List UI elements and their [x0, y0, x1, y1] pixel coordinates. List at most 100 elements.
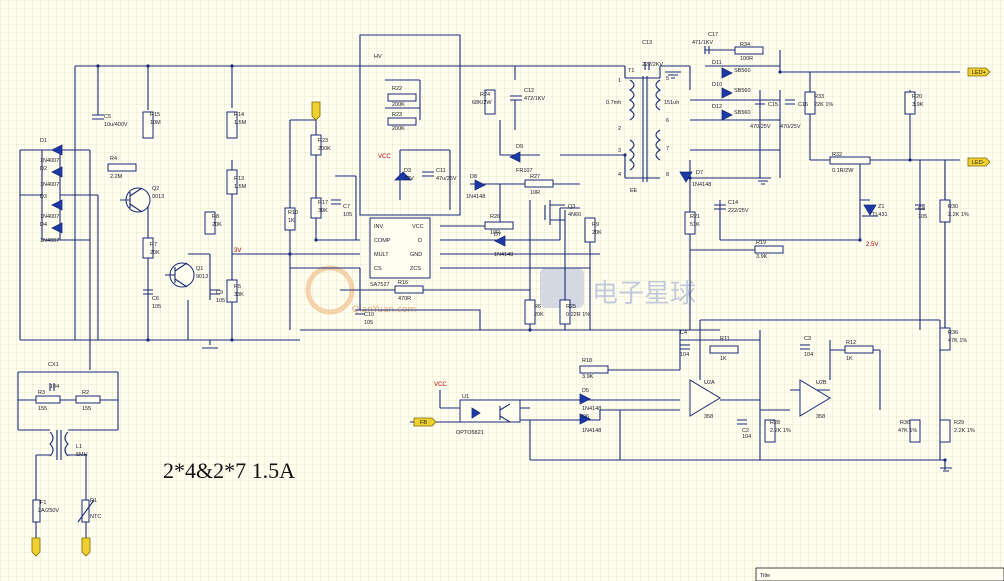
- lbl-Q2: Q2: [152, 186, 159, 192]
- lbl-R18v: 3.9K: [582, 374, 594, 380]
- ic-pin-d: D: [418, 238, 422, 244]
- lbl-U2A: U2A: [704, 380, 715, 386]
- common-mode-choke: [49, 430, 69, 460]
- lbl-R13v: 1.5M: [234, 184, 247, 190]
- pin-3: 3: [618, 148, 621, 154]
- lbl-R5v: 33K: [234, 292, 244, 298]
- bridge-diodes: D1 1N4007 D2 1N4007 D3 1N4007 D4 1N4007: [40, 138, 63, 244]
- lbl-R34v: 100R: [740, 56, 753, 62]
- opamps: [689, 379, 831, 417]
- vcc-label: VCC: [378, 154, 391, 160]
- output-diodes: [394, 67, 733, 425]
- lbl-R31v: 51K: [690, 222, 700, 228]
- lbl-R8: R8: [212, 214, 219, 220]
- lbl-C6: C6: [152, 296, 159, 302]
- lbl-R30v: 2.2K 1%: [948, 212, 969, 218]
- lbl-R36v: 47K 1%: [948, 338, 967, 344]
- lbl-D10v: SB560: [734, 88, 751, 94]
- lbl-R12v: 1K: [846, 356, 853, 362]
- lbl-R23v: 200K: [318, 146, 331, 152]
- lbl-C13: C13: [642, 40, 652, 46]
- lbl-R9: R9: [592, 222, 599, 228]
- lbl-R11v: 1K: [720, 356, 727, 362]
- lbl-R10v: 1K: [288, 218, 295, 224]
- lbl-D9: D9: [516, 144, 523, 150]
- lbl-R2v: 155: [82, 406, 91, 412]
- lbl-R15: R15: [150, 112, 160, 118]
- lbl-C14v: 222/25V: [728, 208, 749, 214]
- lbl-D8v: 1N4148: [466, 194, 485, 200]
- connector-fb: FB: [420, 420, 427, 426]
- lbl-D12: D12: [712, 104, 722, 110]
- lbl-D11: D11: [712, 60, 722, 66]
- lbl-D11v: SB560: [734, 68, 751, 74]
- rating-note: 2*4&2*7 1.5A: [163, 458, 295, 483]
- lbl-DZv: 22V: [404, 176, 414, 182]
- d2-val: 1N4007: [40, 182, 59, 188]
- lbl-C12: C12: [524, 88, 534, 94]
- lbl-3v: 3V: [234, 248, 241, 254]
- lbl-DZ: D3: [404, 168, 411, 174]
- lbl-Q3v: 4N60: [568, 212, 581, 218]
- lbl-C10: C10: [364, 312, 374, 318]
- lbl-D12v: SB560: [734, 110, 751, 116]
- ic-pin-comp: COMP: [374, 238, 391, 244]
- lbl-R5: R5: [234, 284, 241, 290]
- watermark-brand: 电子星球: [592, 279, 696, 309]
- lbl-C17: C17: [708, 32, 718, 38]
- lbl-R6: R6: [534, 304, 541, 310]
- lbl-R34: R34: [740, 42, 750, 48]
- lbl-C13v: 222/2KV: [642, 62, 663, 68]
- lbl-C7: C7: [343, 204, 350, 210]
- connectors: LED+ LED- FB VCC VCC: [31, 67, 991, 557]
- lbl-R2: R2: [82, 390, 89, 396]
- lbl-R29: R29: [954, 420, 964, 426]
- lbl-R12: R12: [846, 340, 856, 346]
- lbl-R28: R28: [770, 420, 780, 426]
- lbl-C10v: 105: [364, 320, 373, 326]
- ground-symbols: [202, 71, 952, 472]
- lbl-R29v: 2.2K 1%: [954, 428, 975, 434]
- lbl-C7v: 105: [343, 212, 352, 218]
- lbl-R35v: 47K 1%: [898, 428, 917, 434]
- transformer-primary: 0.7mh: [606, 100, 621, 106]
- junctions: [96, 64, 947, 462]
- d3-ref: D3: [40, 194, 47, 200]
- lbl-R1: R1: [90, 498, 97, 504]
- lbl-C5v: 10u/400V: [104, 122, 128, 128]
- transformer-core: EE: [630, 188, 638, 194]
- pin-6: 6: [666, 118, 669, 124]
- d4-ref: D4: [40, 222, 47, 228]
- lbl-R21: R23: [392, 112, 402, 118]
- transistors: [120, 187, 565, 288]
- pin-1: 1: [618, 78, 621, 84]
- ic-pin-cs: CS: [374, 266, 382, 272]
- ic-pin-inv: INV: [374, 224, 384, 230]
- lbl-R14: R14: [234, 112, 244, 118]
- lbl-R20: R20: [912, 94, 922, 100]
- lbl-D10: D10: [712, 82, 722, 88]
- lbl-C6v: 105: [152, 304, 161, 310]
- lbl-R3: R3: [38, 390, 45, 396]
- controller-ic: INV COMP MULT CS VCC D GND ZCS SA7527: [369, 217, 431, 288]
- lbl-R21v: 200K: [392, 126, 405, 132]
- pin-8: 8: [666, 172, 669, 178]
- lbl-C15: C15: [768, 102, 778, 108]
- lbl-C12v: 472/1KV: [524, 96, 545, 102]
- ic-name: SA7527: [370, 282, 390, 288]
- lbl-R26v: 10R: [490, 230, 500, 236]
- lbl-U1: U1: [462, 394, 469, 400]
- lbl-C8v: 105: [918, 214, 927, 220]
- transformer: T1 0.7mh 151uh EE: [606, 68, 679, 194]
- lbl-R9v: 20K: [592, 230, 602, 236]
- lbl-C9v: 105: [216, 298, 225, 304]
- lbl-R33v: 22K 1%: [814, 102, 833, 108]
- lbl-F1: F1: [40, 500, 46, 506]
- lbl-R8v: 20K: [212, 222, 222, 228]
- lbl-R17v: 39K: [318, 208, 328, 214]
- lbl-C15v: 470/25V: [750, 124, 771, 130]
- lbl-Q3: Q3: [568, 204, 575, 210]
- capacitors: [49, 46, 925, 425]
- lbl-R24: R24: [480, 92, 490, 98]
- lbl-R33: R33: [814, 94, 824, 100]
